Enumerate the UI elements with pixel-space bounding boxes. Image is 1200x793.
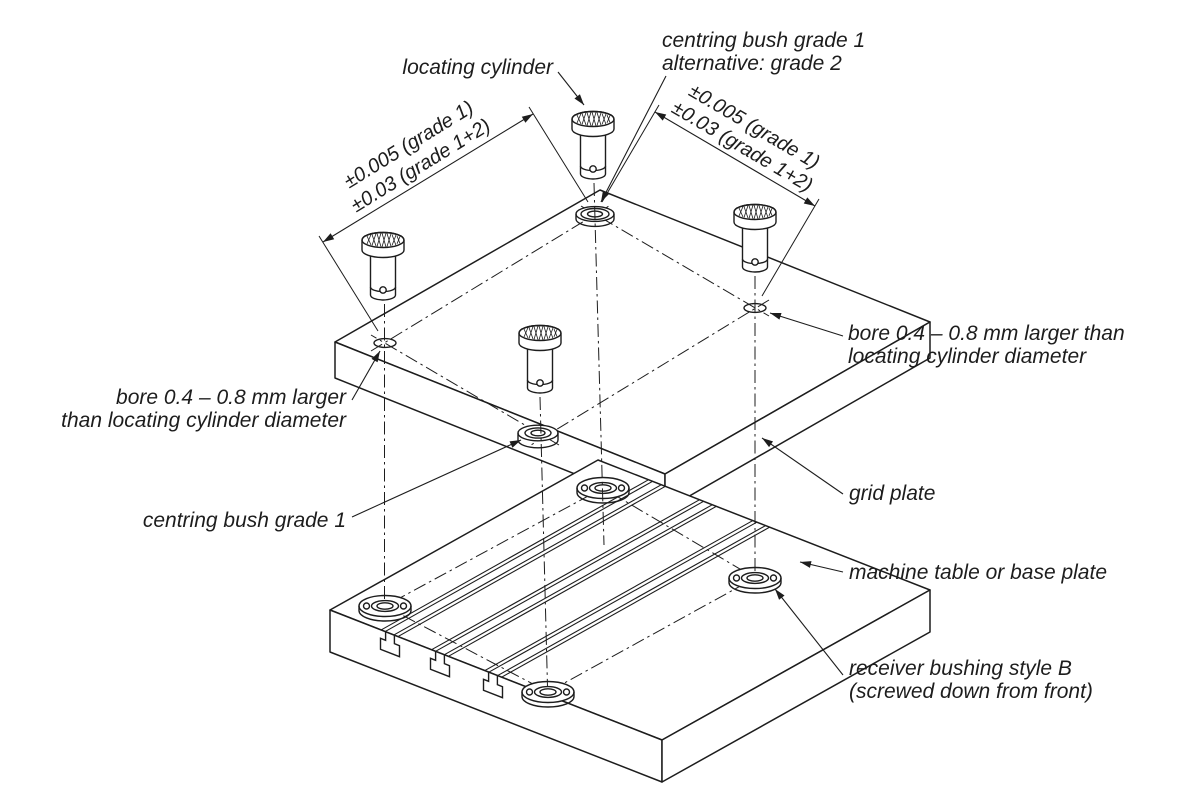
locating-cylinder-left	[361, 231, 405, 301]
axis-centre	[539, 396, 548, 688]
leader-receiver-bushing	[774, 588, 844, 676]
machine-table	[329, 459, 931, 783]
label-centring-bush-top-line1: centring bush grade 1	[662, 29, 865, 52]
t-slot-profiles	[379, 631, 504, 699]
dimension-line	[654, 111, 816, 207]
extension-line	[601, 104, 820, 297]
label-locating-cylinder: locating cylinder	[402, 56, 554, 79]
leader-bore-left	[351, 350, 381, 401]
axis-centerlines	[384, 182, 756, 688]
label-receiver-bushing-line2: (screwed down from front)	[849, 680, 1093, 703]
label-bore-right-line1: bore 0.4 – 0.8 mm larger than	[848, 322, 1125, 345]
grid-plate	[334, 189, 931, 511]
labels: locating cylinder centring bush grade 1 …	[61, 29, 1124, 703]
label-bore-left-line1: bore 0.4 – 0.8 mm larger	[116, 386, 347, 409]
machine-table-hole-centerlines	[372, 480, 768, 700]
label-grid-plate: grid plate	[849, 482, 935, 505]
label-bore-left-line2: than locating cylinder diameter	[61, 409, 347, 432]
leader-locating-cylinder	[557, 71, 585, 106]
grid-plate-top-face	[334, 189, 931, 475]
label-centring-bush-top-line2: alternative: grade 2	[662, 52, 842, 75]
leader-centring-bush-mid	[351, 439, 522, 518]
label-centring-bush-mid: centring bush grade 1	[143, 509, 346, 532]
label-receiver-bushing-line1: receiver bushing style B	[849, 657, 1072, 680]
machine-table-front-right-face	[661, 589, 931, 783]
label-bore-right-line2: locating cylinder diameter	[848, 345, 1087, 368]
label-machine-table: machine table or base plate	[849, 561, 1107, 584]
leader-bore-right	[769, 312, 844, 337]
leader-machine-table	[799, 561, 844, 573]
centring-bush-floating	[517, 424, 559, 449]
dimension-line	[322, 113, 534, 243]
locating-cylinder-top	[571, 110, 615, 180]
leader-grid-plate	[761, 437, 844, 495]
leader-centring-bush-top	[600, 75, 667, 203]
leader-lines	[351, 71, 844, 676]
extension-line	[318, 106, 589, 332]
t-slots	[381, 479, 770, 678]
